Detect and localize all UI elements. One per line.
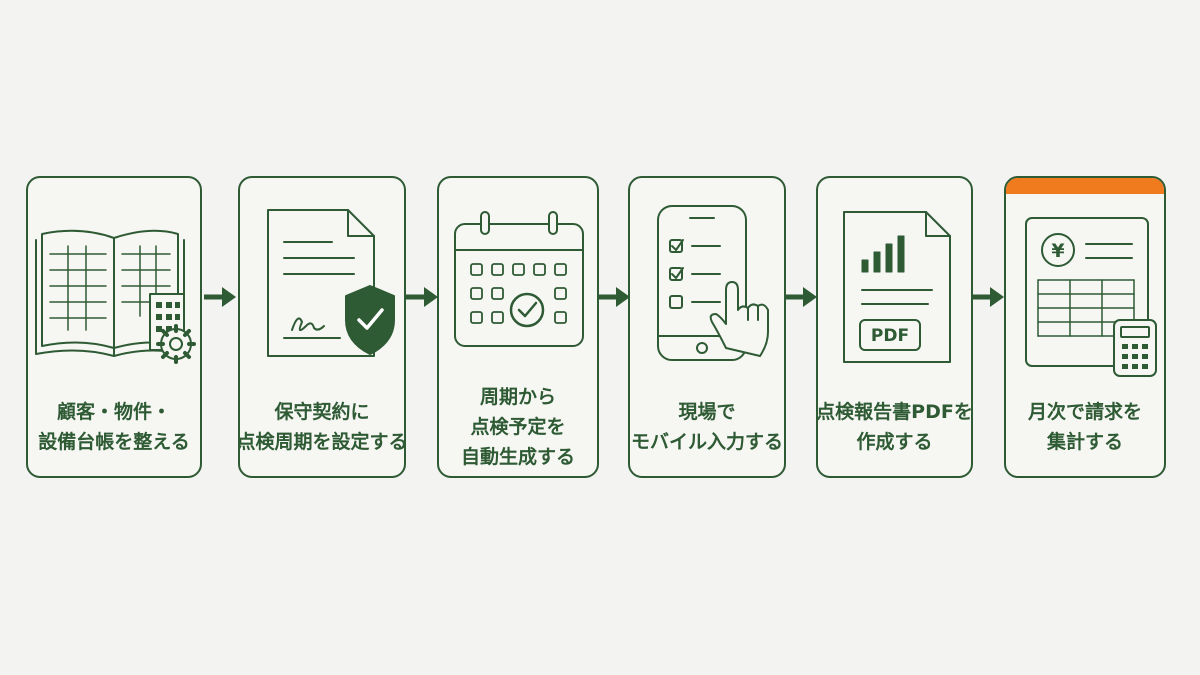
step-schedule: 周期から 点検予定を 自動生成する xyxy=(437,176,599,478)
step-label-line: 顧客・物件・ xyxy=(56,401,171,423)
step-mobile: 現場で モバイル入力する xyxy=(628,176,786,478)
step-label-line: モバイル入力する xyxy=(631,431,784,453)
arrow-right-icon xyxy=(204,287,236,307)
contract-shield-icon xyxy=(267,209,395,357)
calendar-check-icon xyxy=(454,211,584,347)
arrow-right-icon xyxy=(598,287,630,307)
step-label-line: 設備台帳を整える xyxy=(38,431,190,453)
pdf-report-icon: PDF xyxy=(843,211,951,363)
step-ledger: 顧客・物件・ 設備台帳を整える xyxy=(26,176,202,478)
step-label-line: 月次で請求を xyxy=(1027,401,1142,423)
yen-symbol: ¥ xyxy=(1051,240,1064,262)
step-label: 月次で請求を 集計する xyxy=(1010,388,1160,466)
step-label-line: 点検報告書PDFを xyxy=(816,401,973,423)
step-report: PDF 点検報告書PDFを 作成する xyxy=(816,176,973,478)
arrow-right-icon xyxy=(785,287,817,307)
step-label-line: 周期から xyxy=(479,386,556,408)
step-label-line: 現場で xyxy=(678,401,736,423)
step-label-line: 点検予定を xyxy=(470,416,566,438)
step-label: 周期から 点検予定を 自動生成する xyxy=(443,386,593,468)
step-label: 顧客・物件・ 設備台帳を整える xyxy=(32,388,196,466)
ledger-book-icon xyxy=(35,229,196,364)
step-label: 保守契約に 点検周期を設定する xyxy=(240,388,404,466)
step-contract: 保守契約に 点検周期を設定する xyxy=(238,176,406,478)
step-label-line: 集計する xyxy=(1046,431,1123,453)
step-label-line: 保守契約に xyxy=(274,401,370,423)
mobile-checklist-icon xyxy=(657,205,769,361)
step-label: 現場で モバイル入力する xyxy=(631,388,784,466)
yen-invoice-calculator-icon: ¥ xyxy=(1025,217,1157,377)
step-label: 点検報告書PDFを 作成する xyxy=(818,388,971,466)
step-label-line: 自動生成する xyxy=(460,446,575,468)
arrow-right-icon xyxy=(406,287,438,307)
pdf-badge: PDF xyxy=(871,326,909,346)
step-billing: ¥ 月次で請求を xyxy=(1004,176,1166,478)
arrow-right-icon xyxy=(972,287,1004,307)
step-label-line: 点検周期を設定する xyxy=(238,431,406,453)
step-label-line: 作成する xyxy=(856,431,933,453)
